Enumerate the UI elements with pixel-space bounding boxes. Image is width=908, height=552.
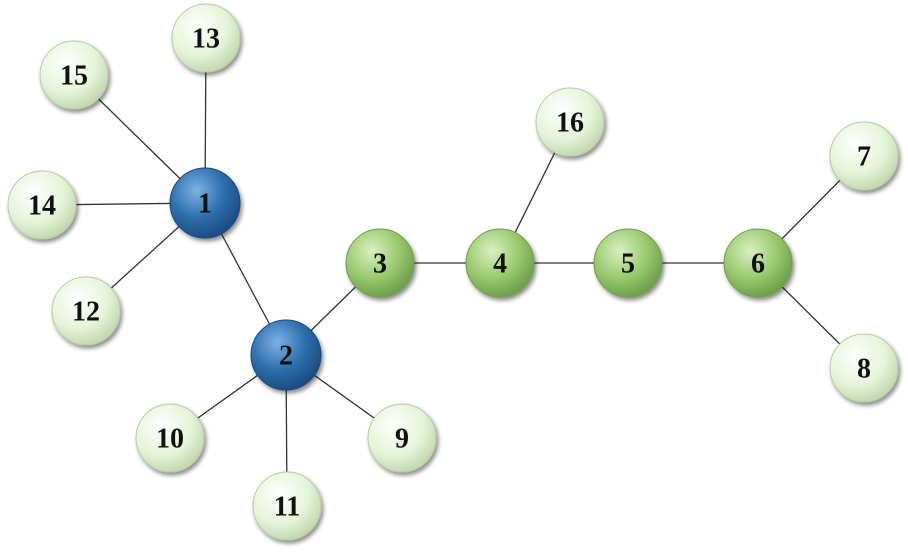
node-label: 9	[395, 424, 409, 455]
node-7: 7	[829, 121, 899, 191]
node-label: 10	[156, 424, 184, 455]
node-1: 1	[169, 167, 241, 239]
node-label: 3	[373, 249, 387, 280]
node-circle	[723, 228, 793, 298]
node-circle	[169, 167, 241, 239]
node-9: 9	[367, 403, 437, 473]
node-label: 13	[192, 24, 220, 55]
node-label: 2	[279, 341, 293, 372]
node-circle	[345, 228, 415, 298]
node-11: 11	[252, 471, 322, 541]
node-label: 14	[28, 191, 56, 222]
node-circle	[593, 228, 663, 298]
node-16: 16	[535, 87, 605, 157]
node-circle	[367, 403, 437, 473]
node-label: 8	[857, 354, 871, 385]
node-circle	[135, 403, 205, 473]
node-14: 14	[7, 170, 77, 240]
node-2: 2	[250, 319, 322, 391]
node-circle	[7, 170, 77, 240]
node-circle	[829, 333, 899, 403]
node-circle	[829, 121, 899, 191]
node-circle	[252, 471, 322, 541]
node-circle	[465, 228, 535, 298]
node-circle	[171, 3, 241, 73]
node-circle	[39, 40, 109, 110]
node-10: 10	[135, 403, 205, 473]
node-label: 5	[621, 249, 635, 280]
node-label: 15	[60, 61, 88, 92]
node-circle	[250, 319, 322, 391]
node-label: 7	[857, 142, 871, 173]
node-circle	[51, 276, 121, 346]
node-circle	[535, 87, 605, 157]
node-5: 5	[593, 228, 663, 298]
node-4: 4	[465, 228, 535, 298]
node-3: 3	[345, 228, 415, 298]
node-label: 16	[556, 108, 584, 139]
node-15: 15	[39, 40, 109, 110]
node-13: 13	[171, 3, 241, 73]
node-6: 6	[723, 228, 793, 298]
node-8: 8	[829, 333, 899, 403]
node-label: 1	[198, 189, 212, 220]
node-label: 11	[274, 492, 300, 523]
node-12: 12	[51, 276, 121, 346]
node-label: 6	[751, 249, 765, 280]
node-label: 12	[72, 297, 100, 328]
node-label: 4	[493, 249, 507, 280]
